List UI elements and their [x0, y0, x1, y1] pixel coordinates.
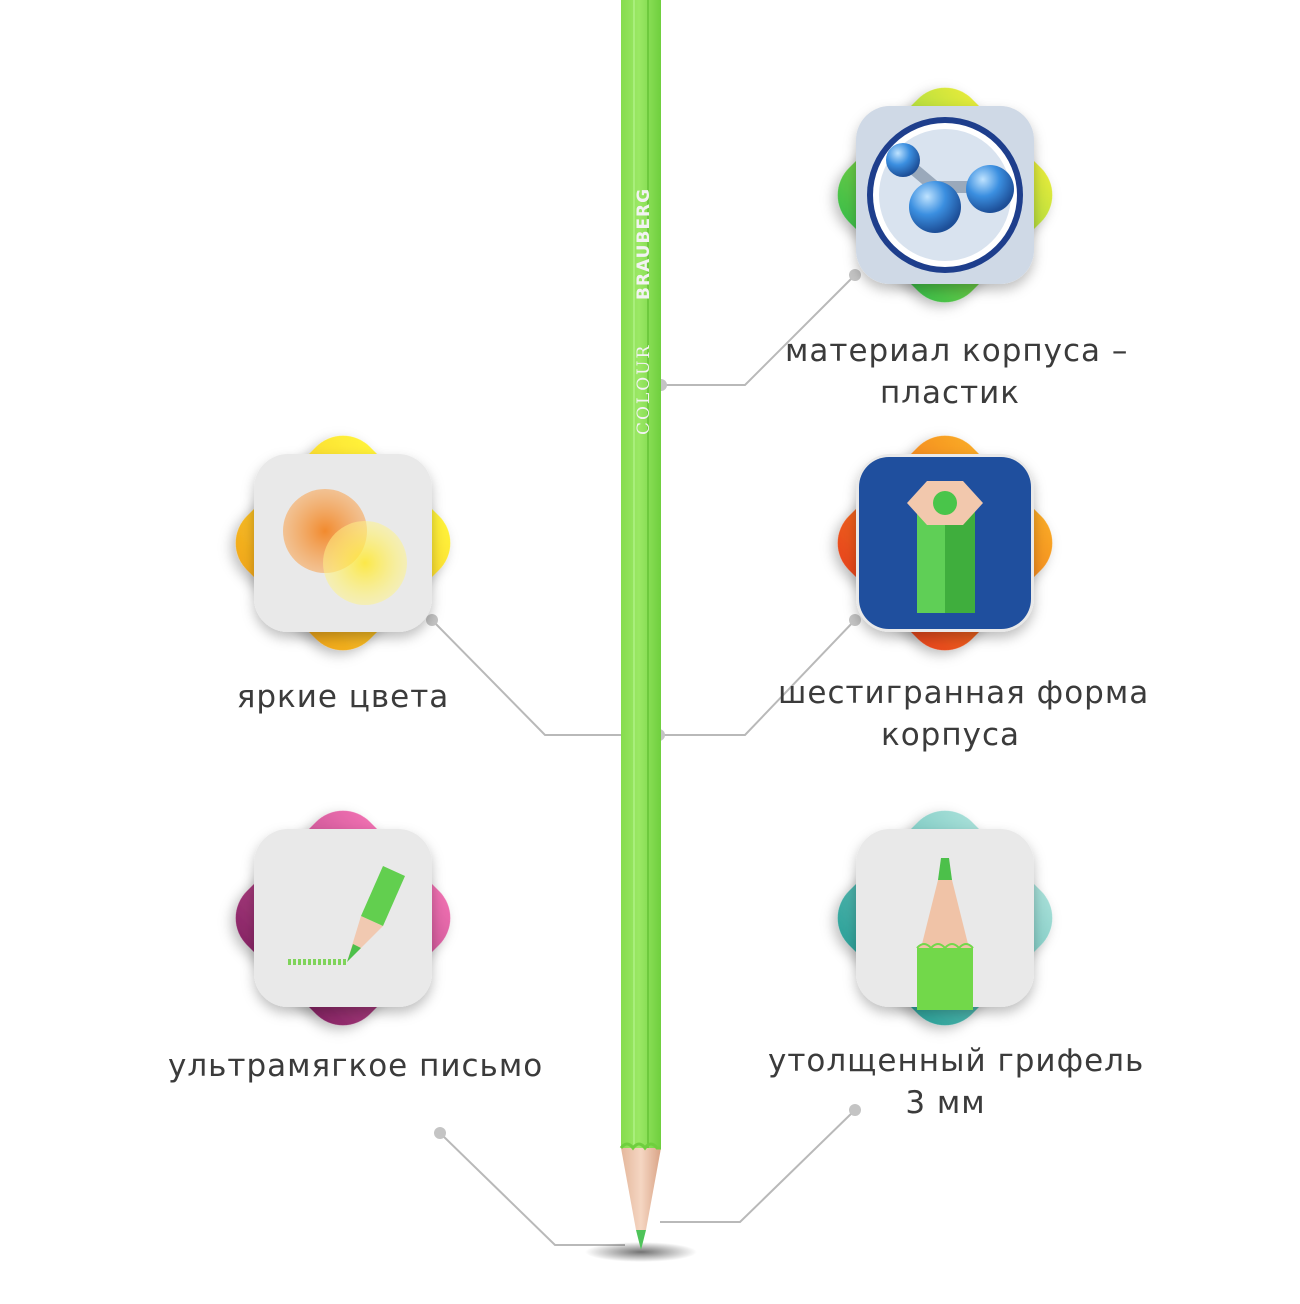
pencil: BRAUBERG COLOUR [585, 0, 697, 1262]
connector-soft-writing [439, 1132, 625, 1246]
badge-bright-colors [235, 435, 451, 651]
label-soft-writing-line-1: ультрамягкое письмо [168, 1048, 544, 1084]
pencil-line-text: COLOUR [634, 344, 654, 435]
label-hexagonal: шестигранная форма корпуса [778, 672, 1150, 756]
badge-thick-lead [837, 810, 1053, 1026]
pencil-shadow [585, 1242, 697, 1262]
label-plastic-line-1: материал корпуса – [785, 333, 1129, 369]
label-thick-lead-line-2: 3 мм [905, 1085, 986, 1121]
connector-bright-colors [431, 619, 625, 736]
hexagonal-pencil-icon [907, 481, 983, 613]
label-hexagonal-line-2: корпуса [880, 717, 1021, 753]
label-hexagonal-line-1: шестигранная форма [778, 675, 1150, 711]
label-plastic-line-2: пластик [879, 375, 1021, 411]
label-soft-writing: ультрамягкое письмо [168, 1045, 544, 1087]
pencil-lead [636, 1230, 646, 1250]
pencil-body [621, 0, 661, 1148]
label-thick-lead: утолщенный грифель 3 мм [768, 1040, 1145, 1124]
pencil-tip-icon [916, 858, 974, 1010]
pencil-brand-text: BRAUBERG [634, 188, 654, 300]
pencil-wood-cone [621, 1148, 661, 1230]
connector-plastic [661, 274, 856, 386]
label-bright-colors-line-1: яркие цвета [236, 679, 450, 715]
color-blend-icon [283, 489, 407, 605]
label-plastic: материал корпуса – пластик [785, 330, 1129, 414]
pencil-drawing-icon [288, 866, 405, 965]
connector-hexagonal [659, 619, 856, 736]
molecule-icon [886, 143, 1014, 233]
badge-hexagonal [837, 435, 1053, 651]
connector-thick-lead [660, 1109, 856, 1223]
label-bright-colors: яркие цвета [193, 676, 493, 718]
badge-soft-writing [235, 810, 451, 1026]
badge-plastic [837, 87, 1053, 303]
label-thick-lead-line-1: утолщенный грифель [768, 1043, 1145, 1079]
